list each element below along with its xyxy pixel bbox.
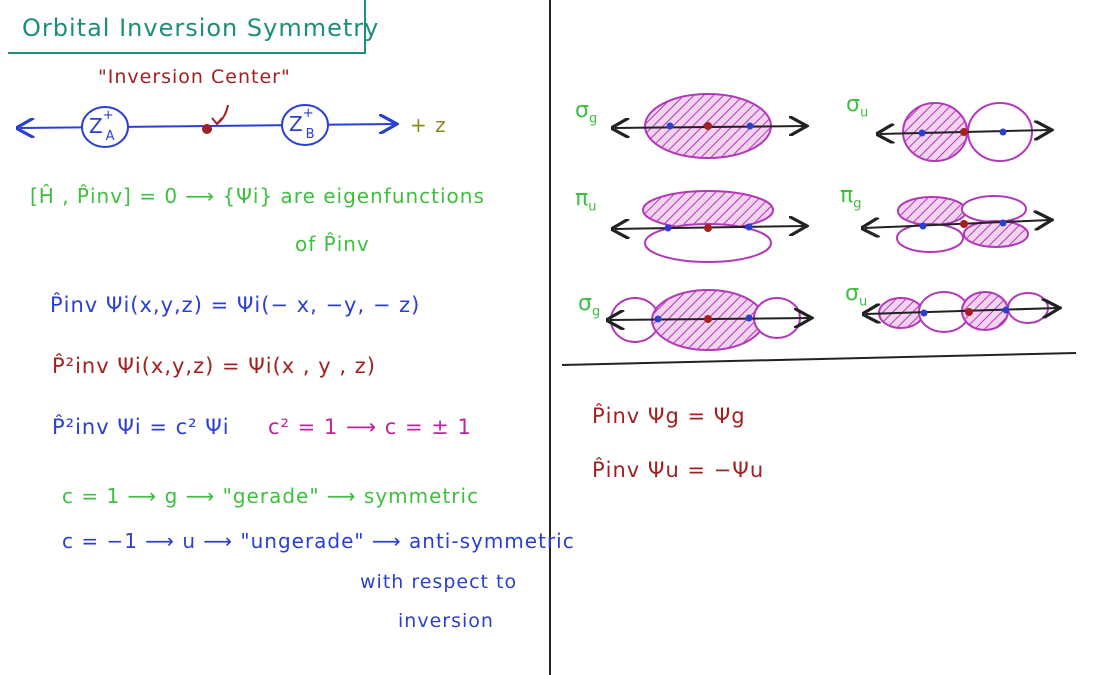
orbital-label-sigma-g-bottom: σg bbox=[578, 291, 601, 320]
pi-g-antibonding-orbital bbox=[865, 195, 1050, 253]
pi-u-bonding-orbital bbox=[615, 190, 805, 263]
ungerade-result: P̂inv Ψu = −Ψu bbox=[592, 458, 765, 482]
eigenfunction-line: of P̂inv bbox=[295, 232, 370, 256]
axis-diagram bbox=[0, 104, 540, 148]
commutator-line: [Ĥ , P̂inv] = 0 ⟶ {Ψi} are eigenfunction… bbox=[30, 184, 485, 208]
ungerade-line: c = −1 ⟶ u ⟶ "ungerade" ⟶ anti-symmetric bbox=[62, 529, 575, 553]
gerade-result: P̂inv Ψg = Ψg bbox=[592, 404, 746, 428]
double-inversion-equation: P̂²inv Ψi(x,y,z) = Ψi(x , y , z) bbox=[52, 354, 376, 378]
orbital-label-pi-u: πu bbox=[575, 186, 597, 215]
eigenvalue-equation: P̂²inv Ψi = c² Ψi bbox=[52, 415, 230, 439]
inversion-equation: P̂inv Ψi(x,y,z) = Ψi(− x, −y, − z) bbox=[50, 293, 421, 317]
sigma-g-bonding-orbital bbox=[615, 93, 805, 159]
orbital-label-sigma-u-bottom: σu bbox=[845, 281, 868, 310]
eigenvalue-result: c² = 1 ⟶ c = ± 1 bbox=[268, 415, 472, 439]
horizontal-divider bbox=[561, 352, 1077, 366]
plus-z-label: + z bbox=[410, 113, 447, 137]
inversion-word: inversion bbox=[398, 610, 494, 632]
title-box bbox=[8, 0, 366, 54]
inversion-center-label: "Inversion Center" bbox=[98, 66, 291, 88]
nucleus-a-label: Z+A bbox=[89, 108, 115, 144]
sigma-g-lower-orbital bbox=[610, 289, 810, 351]
page-title: Orbital Inversion Symmetry bbox=[22, 14, 380, 42]
nucleus-a-circle bbox=[81, 106, 129, 148]
inversion-center-dot bbox=[202, 124, 212, 134]
nucleus-b-label: Z+B bbox=[289, 106, 315, 142]
orbital-label-pi-g: πg bbox=[840, 183, 862, 212]
sigma-u-lower-orbital bbox=[866, 291, 1058, 333]
orbital-label-sigma-u-top: σu bbox=[846, 92, 869, 121]
nucleus-b-circle bbox=[281, 104, 329, 146]
sigma-u-antibonding-orbital bbox=[880, 102, 1050, 162]
orbital-label-sigma-g-top: σg bbox=[575, 98, 598, 127]
orbital-diagrams bbox=[560, 93, 1090, 351]
gerade-line: c = 1 ⟶ g ⟶ "gerade" ⟶ symmetric bbox=[62, 484, 480, 508]
with-respect-to-line: with respect to bbox=[360, 571, 518, 593]
